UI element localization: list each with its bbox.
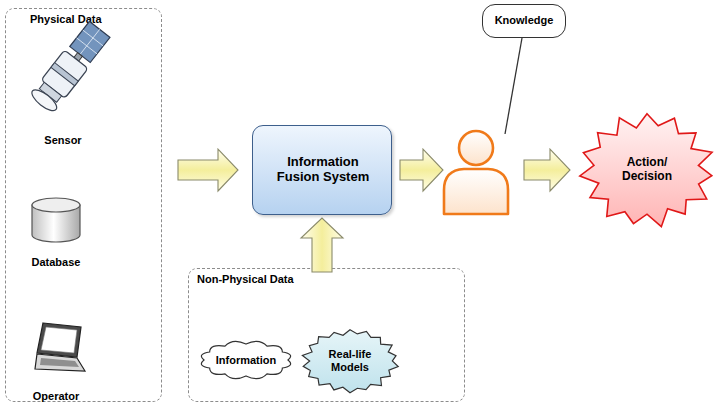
node-label: Information (199, 354, 293, 367)
block-arrow (400, 149, 443, 191)
laptop-keys (40, 358, 79, 367)
block-arrow (178, 149, 238, 191)
database-icon-parts (32, 198, 80, 242)
burst-outline (580, 114, 712, 227)
sensor-icon: Sensor (18, 19, 108, 147)
operator-icon: Operator (21, 321, 91, 403)
node-label: Knowledge (482, 4, 566, 38)
node-label: Action/ Decision (612, 156, 682, 184)
person-icon-parts (444, 131, 508, 214)
screen-glass (41, 327, 77, 353)
node-label: Sensor (18, 134, 108, 147)
leader-line (505, 38, 522, 134)
satellite-symbol (29, 20, 112, 114)
star-outline (302, 330, 398, 393)
database-icon: Database (21, 197, 91, 269)
laptop-screen (37, 323, 81, 357)
cylinder-top (32, 198, 80, 212)
action-burst: Action/ Decision (578, 112, 716, 228)
block-arrow (524, 149, 570, 191)
node-label: Operator (21, 390, 91, 403)
body-band (51, 63, 78, 86)
model-star: Real-life Models (301, 329, 399, 393)
person-icon: Knowledge (440, 128, 512, 216)
process-box: Information Fusion System (252, 125, 392, 215)
operator-icon-parts (35, 323, 85, 371)
block-arrow (301, 218, 343, 272)
solar-panel (70, 21, 110, 62)
panel-grid (80, 29, 100, 54)
person-head (459, 131, 493, 165)
node-label: Information Fusion System (271, 155, 375, 185)
panel-grid (83, 30, 103, 46)
node-label: Real-life Models (320, 348, 380, 373)
info-cloud: Information (199, 339, 293, 381)
person-icon-graphic (440, 128, 512, 216)
group-box: Non-Physical DataInformation Real-life Mo… (188, 268, 465, 402)
panel-grid (77, 38, 97, 54)
antenna-dish (29, 86, 60, 114)
sensor-icon-graphic (18, 19, 108, 147)
action-burst-parts (580, 114, 712, 227)
node-label: Database (21, 256, 91, 269)
person-body (444, 169, 508, 214)
laptop-base (35, 354, 85, 371)
group-box: Physical DataSensorDatabaseOperator (5, 8, 162, 402)
model-star-parts (302, 330, 398, 393)
node-label: Non-Physical Data (197, 273, 294, 286)
sensor-icon-parts (29, 20, 112, 114)
